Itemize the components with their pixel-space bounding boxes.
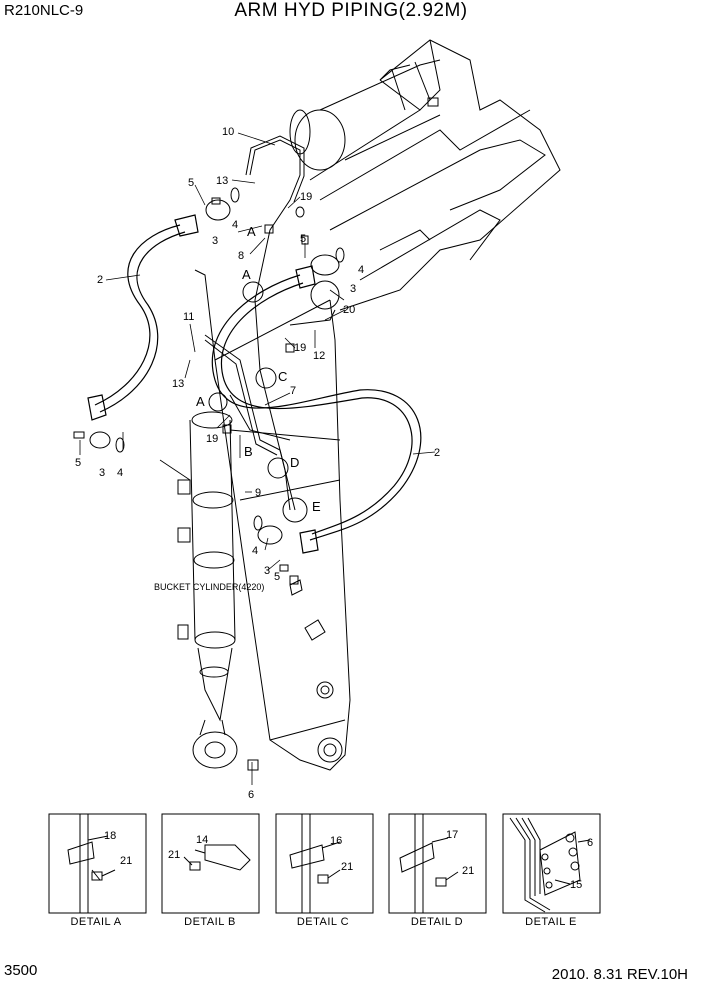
detail-d-clamp-callout: 17 [446, 829, 458, 841]
clamps [208, 281, 308, 523]
revision-date: 2010. 8.31 REV.10H [551, 966, 688, 983]
detail-e-box [502, 813, 601, 914]
steel-pipes [204, 135, 336, 511]
detail-d-label: DETAIL D [410, 916, 464, 928]
callout-4: 4 [232, 219, 238, 231]
detail-c-bolt-callout: 21 [341, 861, 353, 873]
detail-a-bolt-callout: 21 [120, 855, 132, 867]
callout-B: B [244, 444, 253, 459]
callout-3: 3 [212, 235, 218, 247]
detail-a-label: DETAIL A [70, 916, 122, 928]
callout-19: 19 [300, 191, 312, 203]
detail-a-box [48, 813, 147, 914]
flanges [89, 187, 345, 545]
callout-C: C [278, 369, 287, 384]
callout-5: 5 [300, 233, 306, 245]
callout-12: 12 [313, 350, 325, 362]
callout-3: 3 [264, 565, 270, 577]
detail-e-fitting-callout: 6 [587, 837, 593, 849]
callout-A: A [196, 394, 205, 409]
detail-a-clamp-callout: 18 [104, 830, 116, 842]
callout-5: 5 [75, 457, 81, 469]
leader-lines [79, 132, 436, 785]
callout-7: 7 [290, 385, 296, 397]
page-title: ARM HYD PIPING(2.92M) [234, 0, 468, 21]
callout-4: 4 [252, 545, 258, 557]
callout-19: 19 [294, 342, 306, 354]
detail-b-label: DETAIL B [184, 916, 236, 928]
bucket-cylinder [177, 411, 238, 769]
callout-9: 9 [255, 487, 261, 499]
detail-c-box [275, 813, 374, 914]
callout-6: 6 [248, 789, 254, 801]
callout-13: 13 [216, 175, 228, 187]
bucket-cylinder-label: BUCKET CYLINDER(4220) [154, 582, 264, 592]
detail-c-clamp-callout: 16 [330, 835, 342, 847]
callout-5: 5 [274, 571, 280, 583]
hose-left [87, 214, 199, 421]
callout-8: 8 [238, 250, 244, 262]
callout-D: D [290, 455, 299, 470]
callout-13: 13 [172, 378, 184, 390]
detail-e-label: DETAIL E [525, 916, 577, 928]
page-number: 3500 [4, 962, 38, 979]
fittings [73, 197, 309, 771]
callout-19: 19 [206, 433, 218, 445]
callout-3: 3 [350, 283, 356, 295]
detail-b-box [161, 813, 260, 914]
callout-4: 4 [358, 264, 364, 276]
detail-d-bolt-callout: 21 [462, 865, 474, 877]
callout-3: 3 [99, 467, 105, 479]
detail-e-block-callout: 15 [570, 879, 582, 891]
arm [194, 269, 351, 771]
callout-20: 20 [343, 304, 355, 316]
hose-right [211, 265, 422, 554]
callout-11: 11 [183, 311, 194, 323]
detail-b-bolt-callout: 21 [168, 849, 180, 861]
detail-b-clamp-callout: 14 [196, 834, 208, 846]
callout-2: 2 [434, 447, 440, 459]
detail-d-box [388, 813, 487, 914]
callout-A: A [242, 267, 251, 282]
model-number: R210NLC-9 [4, 2, 84, 19]
callout-10: 10 [222, 126, 234, 138]
callout-E: E [312, 499, 321, 514]
callout-2: 2 [97, 274, 103, 286]
boom [309, 39, 561, 311]
callout-5: 5 [188, 177, 194, 189]
callout-A: A [247, 224, 256, 239]
arm-cylinder [289, 59, 441, 171]
detail-c-label: DETAIL C [296, 916, 350, 928]
callout-4: 4 [117, 467, 123, 479]
